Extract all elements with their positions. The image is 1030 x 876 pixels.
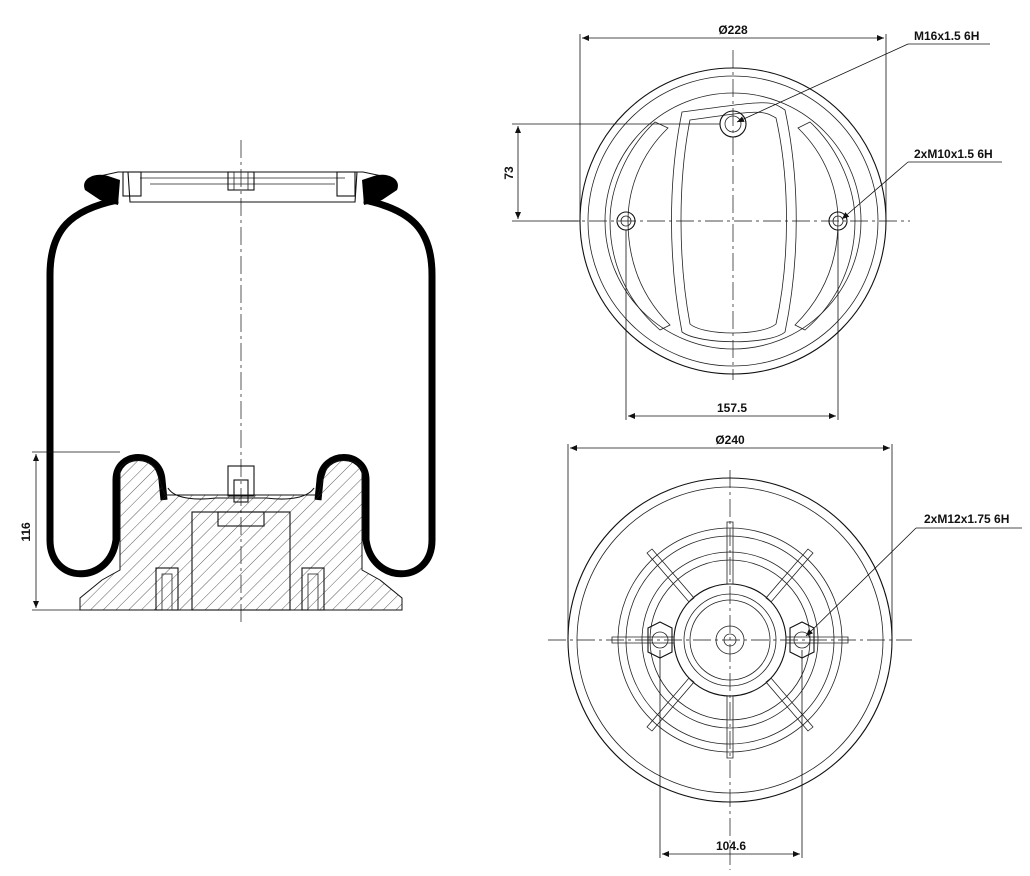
dim-104-label: 104.6 — [716, 839, 746, 853]
dim-157-label: 157.5 — [717, 401, 747, 415]
dim-240-label: Ø240 — [715, 433, 745, 447]
label-m12: 2xM12x1.75 6H — [924, 512, 1009, 526]
piston — [79, 460, 403, 611]
dim-73-label: 73 — [502, 166, 516, 180]
side-section-view: 116 — [19, 140, 436, 625]
top-bolt-left — [122, 171, 142, 197]
label-m16: M16x1.5 6H — [914, 29, 979, 43]
dim-116-label: 116 — [19, 522, 33, 542]
piston-center-bolt — [227, 465, 255, 497]
bellow-outline — [46, 196, 168, 578]
dim-228-label: Ø228 — [718, 23, 748, 37]
bottom-nut-left — [647, 621, 673, 659]
top-bolt-right — [336, 171, 356, 197]
bottom-plan-view: Ø240 104.6 2xM12x1.75 6H — [548, 433, 1022, 870]
top-plate — [84, 171, 398, 205]
label-m10: 2xM10x1.5 6H — [914, 147, 993, 161]
bottom-nut-right — [789, 621, 815, 659]
top-plan-view: Ø228 73 157.5 M16x1.5 6H 2xM10x1.5 6H — [502, 23, 1002, 420]
